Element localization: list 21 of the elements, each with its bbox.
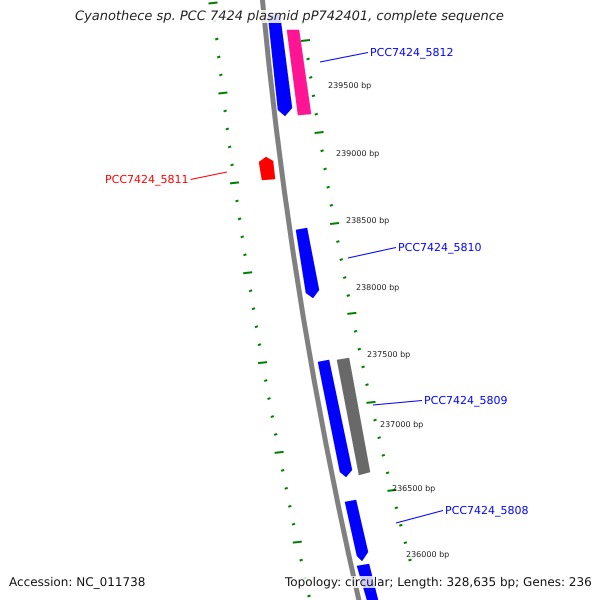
gene-label: PCC7424_5810 <box>398 242 482 253</box>
gene-label: PCC7424_5811 <box>105 174 188 185</box>
gene-label: PCC7424_5812 <box>370 47 454 58</box>
leader-line <box>190 172 228 180</box>
gene-label: PCC7424_5808 <box>445 505 528 516</box>
tick-label: 239000 bp <box>336 150 380 158</box>
footer-text: Accession: NC_011738 <box>9 576 146 588</box>
leader-line <box>320 52 368 62</box>
leader-line <box>348 247 396 258</box>
tick-label: 237000 bp <box>380 421 424 429</box>
tick-label: 238500 bp <box>346 217 390 225</box>
leader-line <box>396 510 444 524</box>
tick-label: 238000 bp <box>356 284 400 292</box>
tick-label: 236000 bp <box>406 551 450 559</box>
gene-label: PCC7424_5809 <box>424 395 508 406</box>
tick-label: 239500 bp <box>328 82 372 90</box>
tick-label: 237500 bp <box>367 351 410 359</box>
leader-line <box>372 400 422 406</box>
footer-text: Topology: circular; Length: 328,635 bp; Genes: 236 <box>285 576 592 588</box>
tick-label: 236500 bp <box>392 485 436 493</box>
map-title: Cyanothece sp. PCC 7424 plasmid pP742401, complete sequence <box>75 10 504 23</box>
